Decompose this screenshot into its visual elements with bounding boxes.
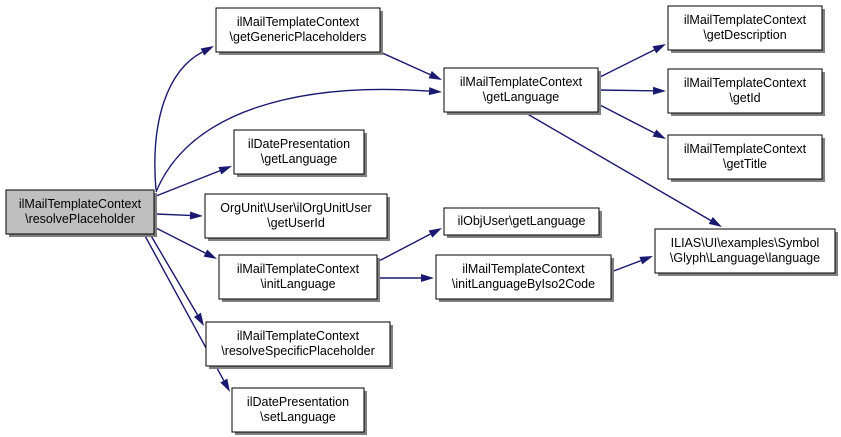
node-label-initLanguage-line2: \initLanguage	[260, 277, 335, 291]
node-label-getId-line2: \getId	[729, 91, 760, 105]
node-label-resolvePlaceholder-line2: \resolvePlaceholder	[25, 212, 135, 226]
edge-resolvePlaceholder-to-getLanguage	[155, 88, 430, 193]
node-label-getLanguage-line2: \getLanguage	[483, 90, 560, 104]
node-setLanguage[interactable]: ilDatePresentation\setLanguage	[231, 387, 367, 435]
node-resolveSpecificPlaceholder[interactable]: ilMailTemplateContext\resolveSpecificPla…	[205, 321, 393, 369]
node-box-ilDatePresentationGetLanguage[interactable]	[233, 129, 365, 175]
node-box-ilObjUserGetLanguage[interactable]	[443, 207, 600, 236]
edge-resolvePlaceholder-to-getUserId	[155, 213, 191, 217]
node-box-getId[interactable]	[667, 68, 823, 114]
node-box-iliasGlyphLanguage[interactable]	[654, 228, 836, 274]
node-label-getDescription-line1: ilMailTemplateContext	[684, 13, 807, 27]
node-layer: ilMailTemplateContext\resolvePlaceholder…	[5, 5, 838, 435]
arrowhead-resolvePlaceholder-to-getLanguage	[428, 87, 442, 96]
edge-getLanguage-to-getTitle	[597, 103, 655, 134]
node-box-resolvePlaceholder[interactable]	[5, 189, 155, 235]
node-label-resolveSpecificPlaceholder-line2: \resolveSpecificPlaceholder	[221, 344, 375, 358]
node-box-initLanguageByIso2Code[interactable]	[435, 254, 612, 300]
arrowhead-resolvePlaceholder-to-getUserId	[189, 211, 203, 220]
node-label-getLanguage-line1: ilMailTemplateContext	[460, 75, 583, 89]
node-box-getLanguage[interactable]	[443, 67, 599, 113]
node-box-setLanguage[interactable]	[231, 387, 365, 433]
node-label-getUserId-line2: \getUserId	[267, 216, 325, 230]
edge-getGenericPlaceholders-to-getLanguage	[379, 51, 431, 76]
edge-getLanguage-to-getDescription	[597, 49, 655, 79]
node-iliasGlyphLanguage[interactable]: ILIAS\UI\examples\Symbol\Glyph\Language\…	[654, 228, 838, 276]
arrowhead-getLanguage-to-iliasGlyphLanguage	[708, 217, 722, 227]
edge-resolvePlaceholder-to-getGenericPlaceholders	[154, 51, 203, 191]
edge-layer	[143, 44, 722, 392]
node-label-initLanguage-line1: ilMailTemplateContext	[237, 262, 360, 276]
node-box-initLanguage[interactable]	[218, 254, 378, 300]
node-resolvePlaceholder[interactable]: ilMailTemplateContext\resolvePlaceholder	[5, 189, 157, 237]
node-label-iliasGlyphLanguage-line1: ILIAS\UI\examples\Symbol	[671, 236, 820, 250]
node-ilObjUserGetLanguage[interactable]: ilObjUser\getLanguage	[443, 207, 602, 238]
node-label-getId-line1: ilMailTemplateContext	[684, 76, 807, 90]
edge-getLanguage-to-iliasGlyphLanguage	[523, 111, 712, 222]
node-label-getDescription-line2: \getDescription	[703, 28, 786, 42]
node-label-ilObjUserGetLanguage-line1: ilObjUser\getLanguage	[458, 214, 586, 228]
arrowhead-getLanguage-to-getDescription	[652, 44, 666, 54]
node-label-initLanguageByIso2Code-line2: \initLanguageByIso2Code	[452, 277, 595, 291]
node-box-getTitle[interactable]	[667, 134, 823, 180]
arrowhead-resolvePlaceholder-to-setLanguage	[220, 378, 230, 392]
arrowhead-getLanguage-to-getTitle	[652, 129, 666, 139]
node-label-initLanguageByIso2Code-line1: ilMailTemplateContext	[462, 262, 585, 276]
node-label-getGenericPlaceholders-line2: \getGenericPlaceholders	[230, 30, 367, 44]
arrowhead-getGenericPlaceholders-to-getLanguage	[428, 71, 442, 80]
arrowhead-initLanguageByIso2Code-to-iliasGlyphLanguage	[639, 256, 653, 265]
arrowhead-initLanguage-to-ilObjUserGetLanguage	[428, 228, 442, 238]
node-label-ilDatePresentationGetLanguage-line2: \getLanguage	[261, 152, 338, 166]
node-label-getTitle-line2: \getTitle	[723, 157, 767, 171]
node-label-getTitle-line1: ilMailTemplateContext	[684, 142, 807, 156]
edge-resolvePlaceholder-to-resolveSpecificPlaceholder	[149, 233, 199, 316]
arrowhead-resolvePlaceholder-to-resolveSpecificPlaceholder	[193, 312, 204, 326]
node-getTitle[interactable]: ilMailTemplateContext\getTitle	[667, 134, 825, 182]
node-box-resolveSpecificPlaceholder[interactable]	[205, 321, 391, 367]
node-label-iliasGlyphLanguage-line2: \Glyph\Language\language	[670, 251, 820, 265]
node-box-getDescription[interactable]	[667, 5, 823, 51]
node-box-getGenericPlaceholders[interactable]	[215, 7, 381, 53]
node-getUserId[interactable]: OrgUnit\User\ilOrgUnitUser\getUserId	[204, 193, 390, 241]
arrowhead-resolvePlaceholder-to-ilDatePresentationGetLanguage	[218, 166, 232, 175]
node-getDescription[interactable]: ilMailTemplateContext\getDescription	[667, 5, 825, 53]
edge-initLanguageByIso2Code-to-iliasGlyphLanguage	[610, 259, 642, 273]
edge-resolvePlaceholder-to-ilDatePresentationGetLanguage	[155, 170, 221, 197]
edge-getLanguage-to-getId	[597, 89, 654, 92]
node-label-getUserId-line1: OrgUnit\User\ilOrgUnitUser	[220, 201, 371, 215]
arrowhead-getLanguage-to-getId	[652, 86, 666, 95]
node-label-setLanguage-line1: ilDatePresentation	[247, 395, 349, 409]
node-box-getUserId[interactable]	[204, 193, 388, 239]
node-label-setLanguage-line2: \setLanguage	[260, 410, 336, 424]
node-getGenericPlaceholders[interactable]: ilMailTemplateContext\getGenericPlacehol…	[215, 7, 383, 55]
arrowhead-initLanguage-to-initLanguageByIso2Code	[421, 274, 434, 282]
node-initLanguageByIso2Code[interactable]: ilMailTemplateContext\initLanguageByIso2…	[435, 254, 614, 302]
edge-initLanguage-to-ilObjUserGetLanguage	[376, 233, 431, 263]
arrowhead-resolvePlaceholder-to-getGenericPlaceholders	[200, 46, 214, 56]
node-getId[interactable]: ilMailTemplateContext\getId	[667, 68, 825, 116]
edge-resolvePlaceholder-to-initLanguage	[155, 227, 206, 254]
node-label-ilDatePresentationGetLanguage-line1: ilDatePresentation	[248, 137, 350, 151]
node-getLanguage[interactable]: ilMailTemplateContext\getLanguage	[443, 67, 601, 115]
node-initLanguage[interactable]: ilMailTemplateContext\initLanguage	[218, 254, 380, 302]
node-label-getGenericPlaceholders-line1: ilMailTemplateContext	[237, 15, 360, 29]
node-ilDatePresentationGetLanguage[interactable]: ilDatePresentation\getLanguage	[233, 129, 367, 177]
node-label-resolveSpecificPlaceholder-line1: ilMailTemplateContext	[237, 329, 360, 343]
arrowhead-resolvePlaceholder-to-initLanguage	[203, 249, 217, 259]
node-label-resolvePlaceholder-line1: ilMailTemplateContext	[19, 197, 142, 211]
